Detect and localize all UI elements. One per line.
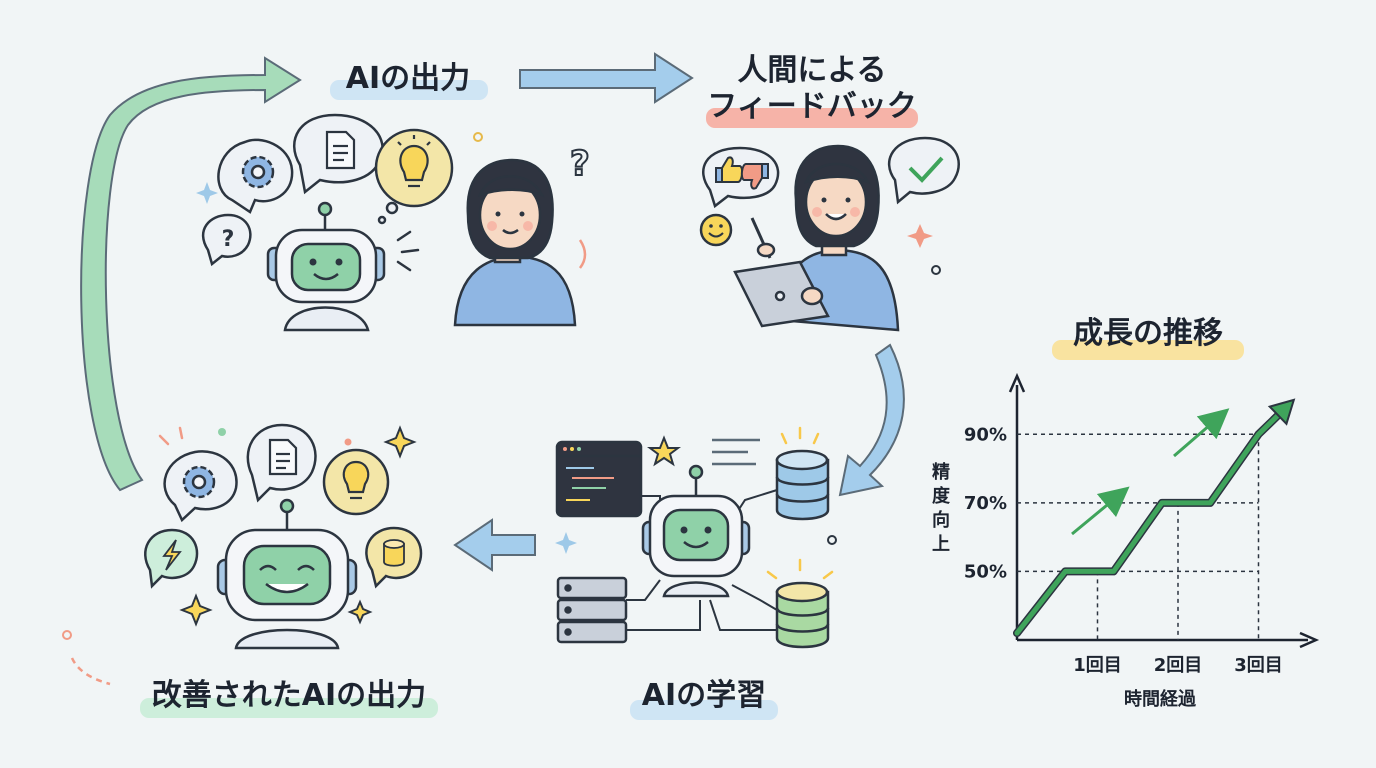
gear-icon bbox=[241, 155, 275, 189]
label-human-feedback-line1: 人間による bbox=[737, 53, 886, 88]
dot-decoration bbox=[62, 630, 72, 640]
sparkle-icon bbox=[196, 182, 218, 204]
speech-bubble-database bbox=[365, 526, 423, 589]
cycle-arrow-down bbox=[838, 343, 905, 497]
tablet-icon bbox=[733, 217, 830, 328]
y-tick-label: 90% bbox=[964, 424, 1007, 445]
database-blue-icon bbox=[775, 449, 830, 521]
improved-ai-robot bbox=[216, 498, 358, 650]
dot-decoration bbox=[344, 438, 352, 446]
series-line bbox=[1014, 404, 1290, 636]
spark-lines bbox=[158, 426, 184, 446]
growth-line-chart: 50% 70% 90% 1回目 2回目 3回目 精 度 向 上 時間経過 bbox=[932, 372, 1320, 710]
cycle-arrow-left bbox=[453, 518, 536, 572]
dot-decoration bbox=[931, 265, 941, 275]
sparkle-icon bbox=[347, 599, 373, 625]
speech-bubble-lightning bbox=[144, 528, 199, 589]
cycle-arrow-up-left bbox=[80, 56, 302, 492]
star-icon bbox=[647, 435, 681, 467]
document-icon bbox=[268, 438, 298, 476]
y-axis-label-char: 度 bbox=[932, 485, 951, 507]
label-ai-output: AIの出力 bbox=[346, 61, 470, 96]
sparkle-icon bbox=[383, 425, 417, 459]
x-tick-label: 1回目 bbox=[1073, 655, 1122, 676]
highlight-ai-learning bbox=[630, 700, 778, 720]
label-growth-title: 成長の推移 bbox=[1073, 316, 1223, 351]
y-axis-label-char: 向 bbox=[932, 509, 950, 531]
sparkle-icon bbox=[179, 593, 213, 627]
trend-arrow-small bbox=[1071, 408, 1230, 536]
thinking-person bbox=[453, 158, 577, 327]
database-green-icon bbox=[775, 581, 830, 649]
lightbulb-icon bbox=[397, 135, 431, 188]
y-tick-label: 70% bbox=[964, 493, 1007, 514]
dot-decoration bbox=[827, 535, 837, 545]
dot-decoration bbox=[218, 428, 226, 436]
label-improved-output: 改善されたAIの出力 bbox=[152, 678, 426, 713]
swirl-decoration bbox=[578, 239, 587, 269]
server-rack-icon bbox=[556, 576, 628, 644]
thumbs-up-icon bbox=[715, 156, 744, 183]
sparkle-icon bbox=[555, 532, 577, 554]
question-mark-icon: ? bbox=[570, 144, 590, 184]
gear-icon bbox=[182, 465, 216, 499]
lightbulb-icon bbox=[342, 460, 370, 500]
speech-bubble-checkmark bbox=[887, 136, 960, 205]
ai-learning-robot bbox=[641, 464, 751, 598]
x-tick-label: 2回目 bbox=[1154, 655, 1203, 676]
ai-output-robot bbox=[266, 201, 386, 332]
motion-lines bbox=[396, 230, 420, 272]
y-tick-label: 50% bbox=[964, 561, 1007, 582]
spark-lines bbox=[766, 426, 834, 580]
highlight-improved-output bbox=[140, 698, 438, 718]
document-icon bbox=[325, 130, 356, 170]
smiley-icon bbox=[699, 213, 733, 247]
x-tick-label: 3回目 bbox=[1234, 655, 1283, 676]
sparkle-icon bbox=[907, 224, 933, 248]
thumbs-down-icon bbox=[740, 163, 769, 190]
series-arrowhead bbox=[1267, 398, 1296, 426]
question-icon: ? bbox=[222, 227, 235, 252]
y-axis-label-char: 精 bbox=[932, 461, 950, 483]
y-axis-label-char: 上 bbox=[932, 534, 950, 555]
highlight-human-feedback bbox=[706, 108, 918, 128]
code-window bbox=[555, 440, 643, 518]
highlight-growth-title bbox=[1052, 340, 1244, 360]
swirl-decoration bbox=[70, 657, 111, 686]
label-ai-learning: AIの学習 bbox=[642, 678, 766, 713]
x-axis-label: 時間経過 bbox=[1124, 688, 1197, 710]
label-human-feedback-line2: フィードバック bbox=[707, 89, 916, 124]
speech-bubble-question bbox=[201, 213, 252, 267]
text-lines-icon bbox=[712, 438, 760, 466]
highlight-ai-output bbox=[330, 80, 488, 100]
cycle-arrow-right bbox=[519, 52, 694, 104]
dot-decoration bbox=[473, 132, 483, 142]
